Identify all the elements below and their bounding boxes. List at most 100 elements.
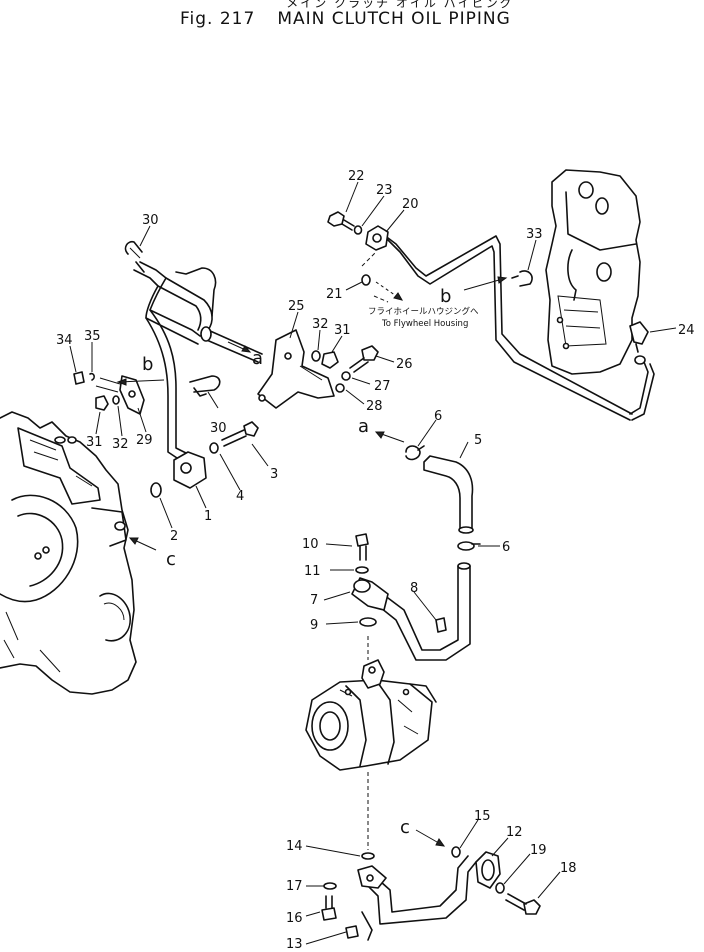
oil-pump	[305, 659, 437, 771]
o-ring-2	[150, 482, 162, 498]
view-letter-b-right: b	[440, 286, 451, 307]
bolt-3	[221, 421, 259, 447]
figure-number: Fig. 217	[180, 9, 256, 29]
part-number-labels: 22 23 20 21 33 24 30 25 32 31 26 27 28 3…	[56, 169, 695, 952]
view-letter-b-left: b	[142, 354, 153, 375]
pipe-7	[351, 562, 471, 661]
hose-clamp-6-upper	[405, 445, 425, 461]
leader-lines	[69, 181, 677, 945]
label-16: 16	[286, 911, 303, 926]
bolt-26	[349, 345, 379, 373]
label-30-lower: 30	[210, 421, 227, 436]
note-english: To Flywheel Housing	[381, 319, 468, 329]
label-20: 20	[402, 197, 419, 212]
flywheel-supply-pipe	[379, 231, 655, 421]
view-letter-a-upper: a	[252, 348, 263, 369]
label-4: 4	[236, 489, 244, 504]
plug-13	[345, 925, 359, 939]
hose-5	[423, 455, 474, 534]
label-6-lower: 6	[502, 540, 510, 555]
label-23: 23	[376, 183, 393, 198]
label-8: 8	[410, 581, 418, 596]
plug-8	[435, 617, 447, 633]
label-24: 24	[678, 323, 695, 338]
label-31-right: 31	[334, 323, 351, 338]
label-34: 34	[56, 333, 73, 348]
label-12: 12	[506, 825, 523, 840]
label-1: 1	[204, 509, 212, 524]
arrow-a-upper	[227, 341, 252, 353]
washer-19	[495, 882, 505, 894]
view-letter-a-lower: a	[358, 416, 369, 437]
label-3: 3	[270, 467, 278, 482]
suction-pipe-1	[133, 261, 263, 489]
label-30-upper: 30	[142, 213, 159, 228]
label-29: 29	[136, 433, 153, 448]
hose-clamp-30-lower	[189, 375, 221, 397]
arrow-b-right	[463, 276, 508, 291]
hose-clamp-6-lower	[457, 541, 481, 551]
arrow-c-bottom	[415, 829, 446, 847]
nut-31-left	[95, 395, 109, 411]
label-28: 28	[366, 399, 383, 414]
elbow-fitting-24	[629, 321, 649, 353]
label-6-upper: 6	[434, 409, 442, 424]
o-ring-14	[361, 852, 375, 860]
suction-pipe-12	[357, 851, 501, 941]
label-5: 5	[474, 433, 482, 448]
label-13: 13	[286, 937, 303, 952]
bracket-25	[257, 329, 335, 409]
label-33: 33	[526, 227, 543, 242]
transmission-housing	[0, 411, 137, 695]
arrow-flywheel	[375, 281, 404, 301]
o-ring-21	[361, 274, 371, 286]
label-26: 26	[396, 357, 413, 372]
label-14: 14	[286, 839, 303, 854]
washer-4	[209, 442, 219, 454]
label-25: 25	[288, 299, 305, 314]
washer-27	[341, 371, 351, 381]
clip-33	[511, 270, 533, 287]
arrow-b-left	[116, 378, 165, 386]
o-ring-15	[451, 846, 461, 858]
label-10: 10	[302, 537, 319, 552]
bolt-10	[355, 533, 369, 561]
arrow-a-lower	[374, 431, 405, 443]
bolt-22	[327, 211, 355, 231]
label-17: 17	[286, 879, 303, 894]
label-22: 22	[348, 169, 365, 184]
label-27: 27	[374, 379, 391, 394]
label-7: 7	[310, 593, 318, 608]
washer-32-left	[112, 395, 120, 405]
o-ring-9	[359, 617, 377, 627]
label-32-right: 32	[312, 317, 329, 332]
label-2: 2	[170, 529, 178, 544]
label-31-left: 31	[86, 435, 103, 450]
note-japanese: フライホイールハウジングへ	[368, 306, 479, 317]
view-letter-c-left: c	[166, 549, 176, 570]
label-15: 15	[474, 809, 491, 824]
washer-11	[355, 566, 369, 574]
arrow-c-left	[128, 537, 157, 551]
elbow-fitting-20	[365, 225, 389, 251]
label-19: 19	[530, 843, 547, 858]
bolt-18	[505, 893, 541, 915]
plug-34	[73, 371, 85, 385]
main-clutch-case	[545, 169, 641, 375]
bolt-16	[321, 895, 337, 921]
washer-17	[323, 882, 337, 890]
washer-28	[335, 383, 345, 393]
o-ring-35	[89, 372, 95, 381]
label-18: 18	[560, 861, 577, 876]
hose-clamp-30-upper	[124, 240, 145, 273]
label-35: 35	[84, 329, 101, 344]
figure-title: Fig. 217 MAIN CLUTCH OIL PIPING	[180, 9, 540, 29]
label-9: 9	[310, 618, 318, 633]
label-21: 21	[326, 287, 343, 302]
label-11: 11	[304, 564, 321, 579]
figure-caption: MAIN CLUTCH OIL PIPING	[277, 9, 511, 29]
view-letter-c-bottom: c	[400, 817, 410, 838]
nut-31-right	[321, 351, 339, 369]
